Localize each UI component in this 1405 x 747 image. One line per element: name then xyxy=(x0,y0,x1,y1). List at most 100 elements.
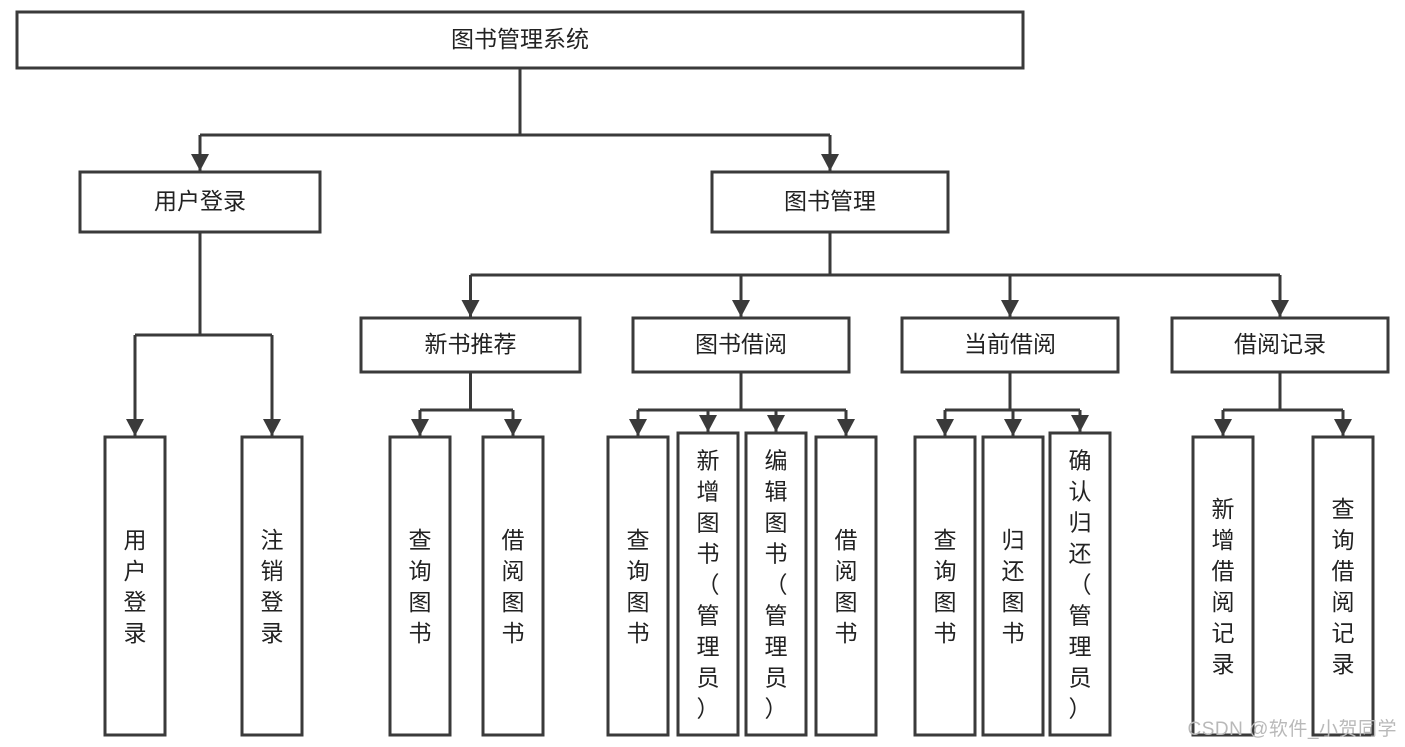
node-label-char: 查 xyxy=(627,527,650,553)
node-box xyxy=(359,316,582,374)
node-label-char: 辑 xyxy=(765,479,788,505)
node-label-char: 录 xyxy=(1212,651,1235,677)
node-label-char: 录 xyxy=(261,620,284,646)
node-label-char: 图 xyxy=(409,589,432,615)
node-label-char: 书 xyxy=(409,620,432,646)
node-label-char: （ xyxy=(765,572,788,598)
arrow-head-icon xyxy=(1001,300,1019,317)
arrow-head-icon xyxy=(461,300,480,317)
node-label-char: 录 xyxy=(124,620,147,646)
node-root[interactable]: 图书管理系统 xyxy=(15,10,1025,70)
node-label-char: 记 xyxy=(1212,620,1235,646)
node-label-char: 书 xyxy=(502,620,525,646)
node-label-char: 新 xyxy=(697,448,720,474)
node-label: 借阅记录 xyxy=(1234,331,1326,357)
node-label-char: 图 xyxy=(934,589,957,615)
node-box xyxy=(676,431,740,737)
node-label-char: 图 xyxy=(835,589,858,615)
node-label-char: 记 xyxy=(1332,620,1355,646)
node-label-char: 图 xyxy=(697,510,720,536)
node-book-manage[interactable]: 图书管理 xyxy=(710,170,950,234)
arrow-head-icon xyxy=(1334,419,1352,436)
node-box xyxy=(913,435,977,737)
node-label-char: （ xyxy=(1069,572,1092,598)
node-box xyxy=(78,170,322,234)
node-label-char: 查 xyxy=(934,527,957,553)
node-label-char: 新 xyxy=(1212,496,1235,522)
connector-layer xyxy=(126,68,1352,436)
node-label-char: 阅 xyxy=(1332,589,1355,615)
node-label-char: 书 xyxy=(765,541,788,567)
node-box xyxy=(981,435,1045,737)
node-label: 图书管理系统 xyxy=(451,26,589,52)
node-label-char: 阅 xyxy=(502,558,525,584)
node-label-char: 员 xyxy=(1069,665,1092,691)
node-label: 用户登录 xyxy=(154,188,246,214)
node-label-char: 询 xyxy=(627,558,650,584)
node-label-char: 增 xyxy=(697,479,720,505)
node-label-char: 查 xyxy=(1332,496,1355,522)
node-box xyxy=(1048,431,1112,737)
node-new-book-rec[interactable]: 新书推荐 xyxy=(359,316,582,374)
node-label-char: 询 xyxy=(409,558,432,584)
node-label-char: 登 xyxy=(261,589,284,615)
node-label-char: 编 xyxy=(765,448,788,474)
node-label-char: 户 xyxy=(124,558,147,584)
node-label-char: 员 xyxy=(697,665,720,691)
node-box xyxy=(744,431,808,737)
node-label-char: 归 xyxy=(1002,527,1025,553)
node-box xyxy=(710,170,950,234)
node-box xyxy=(900,316,1120,374)
node-label: 新书推荐 xyxy=(425,331,517,357)
node-box xyxy=(1191,435,1255,737)
node-label-char: 认 xyxy=(1069,479,1092,505)
arrow-head-icon xyxy=(191,154,209,171)
node-user-login[interactable]: 用户登录 xyxy=(78,170,322,234)
arrow-head-icon xyxy=(126,419,144,436)
node-label-char: ） xyxy=(1069,696,1092,722)
node-label-char: 借 xyxy=(835,527,858,553)
arrow-head-icon xyxy=(732,300,750,317)
node-box xyxy=(1170,316,1390,374)
node-label-char: 书 xyxy=(697,541,720,567)
node-label: 当前借阅 xyxy=(964,331,1056,357)
node-box xyxy=(103,435,167,737)
arrow-head-icon xyxy=(629,419,647,436)
node-label: 图书借阅 xyxy=(695,331,787,357)
node-label-char: 阅 xyxy=(1212,589,1235,615)
node-label-char: 管 xyxy=(765,603,788,629)
node-borrow-record[interactable]: 借阅记录 xyxy=(1170,316,1390,374)
node-label-char: 阅 xyxy=(835,558,858,584)
node-label-char: 登 xyxy=(124,589,147,615)
node-label-char: 还 xyxy=(1002,558,1025,584)
node-label-char: 书 xyxy=(627,620,650,646)
arrow-head-icon xyxy=(936,419,954,436)
node-book-borrow[interactable]: 图书借阅 xyxy=(631,316,851,374)
node-box xyxy=(388,435,452,737)
node-box xyxy=(606,435,670,737)
node-box xyxy=(631,316,851,374)
arrow-head-icon xyxy=(767,415,785,432)
node-current-borrow[interactable]: 当前借阅 xyxy=(900,316,1120,374)
node-box xyxy=(15,10,1025,70)
node-leaf-user-login[interactable]: 用户登录 xyxy=(103,435,167,737)
arrow-head-icon xyxy=(263,419,281,436)
node-label-char: 销 xyxy=(261,558,284,584)
node-label-char: 员 xyxy=(765,665,788,691)
node-label-char: 询 xyxy=(1332,527,1355,553)
node-label-char: ） xyxy=(765,696,788,722)
node-label-char: 借 xyxy=(1212,558,1235,584)
